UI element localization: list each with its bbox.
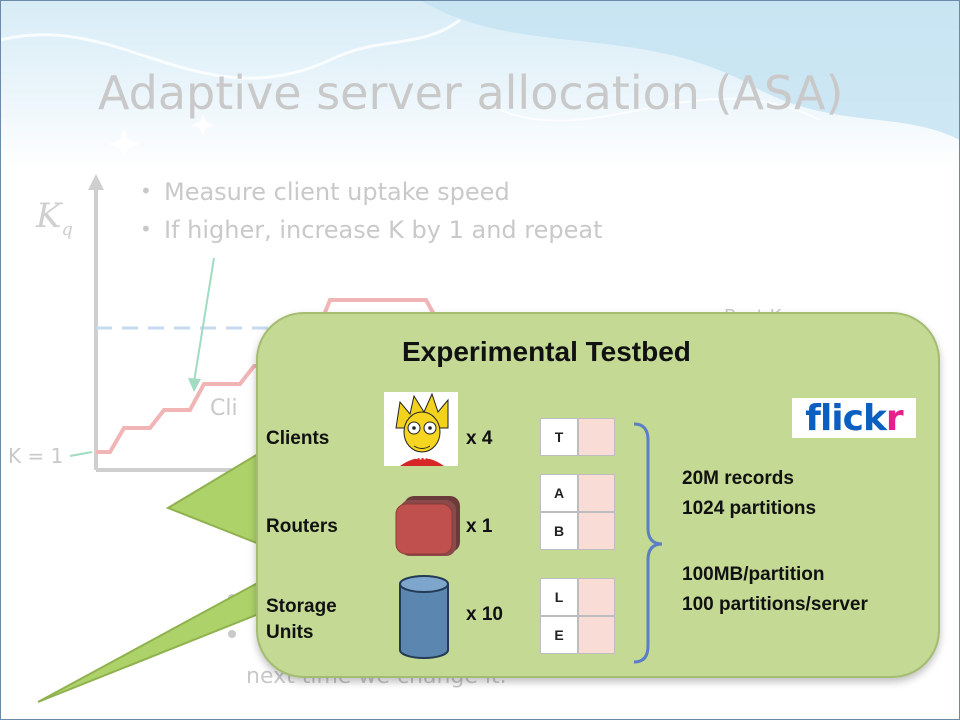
- partition-cell: A: [540, 474, 578, 512]
- bullet-measure: Measure client uptake speed: [140, 178, 510, 206]
- k-step-curve: [96, 364, 260, 454]
- stat-partition-size: 100MB/partition: [682, 564, 825, 585]
- partition-cell-empty: [578, 512, 615, 550]
- y-axis-symbol: K: [36, 196, 62, 236]
- pointer-arrowhead: [188, 378, 201, 392]
- pointer-arrow: [193, 257, 215, 383]
- partition-cell: L: [540, 578, 578, 616]
- y-axis-arrow: [88, 174, 104, 190]
- clients-partial-label: Cli: [210, 396, 238, 421]
- y-axis-label: Kq: [36, 196, 73, 240]
- partition-cell-empty: [578, 418, 615, 456]
- stat-partitions: 1024 partitions: [682, 498, 817, 519]
- bullet-increase: If higher, increase K by 1 and repeat: [140, 216, 602, 244]
- flickr-logo-part2: r: [885, 397, 904, 439]
- lower-bullet-dot-2: [228, 630, 236, 638]
- clients-label: Clients: [266, 428, 330, 449]
- routers-count: x 1: [466, 516, 493, 537]
- stat-records: 20M records: [682, 468, 794, 489]
- slide-title: Adaptive server allocation (ASA): [98, 66, 844, 120]
- storage-units-label: Storage Units: [266, 596, 337, 643]
- flickr-logo-part1: flick: [805, 397, 887, 439]
- panel-title: Experimental Testbed: [402, 336, 691, 367]
- partition-cell-empty: [578, 578, 615, 616]
- y-axis-subscript: q: [61, 218, 73, 240]
- partition-cell: E: [540, 616, 578, 654]
- clients-count: x 4: [466, 428, 493, 449]
- partition-cell: T: [540, 418, 578, 456]
- partition-cell-empty: [578, 474, 615, 512]
- storage-count: x 10: [466, 604, 503, 625]
- partition-cell: B: [540, 512, 578, 550]
- k1-arrow: [69, 451, 93, 457]
- k-equals-1-label: K = 1: [8, 444, 64, 468]
- routers-label: Routers: [266, 516, 338, 537]
- header-swirl-decoration: [0, 0, 960, 160]
- partition-cell-empty: [578, 616, 615, 654]
- stat-partitions-per-server: 100 partitions/server: [682, 594, 868, 615]
